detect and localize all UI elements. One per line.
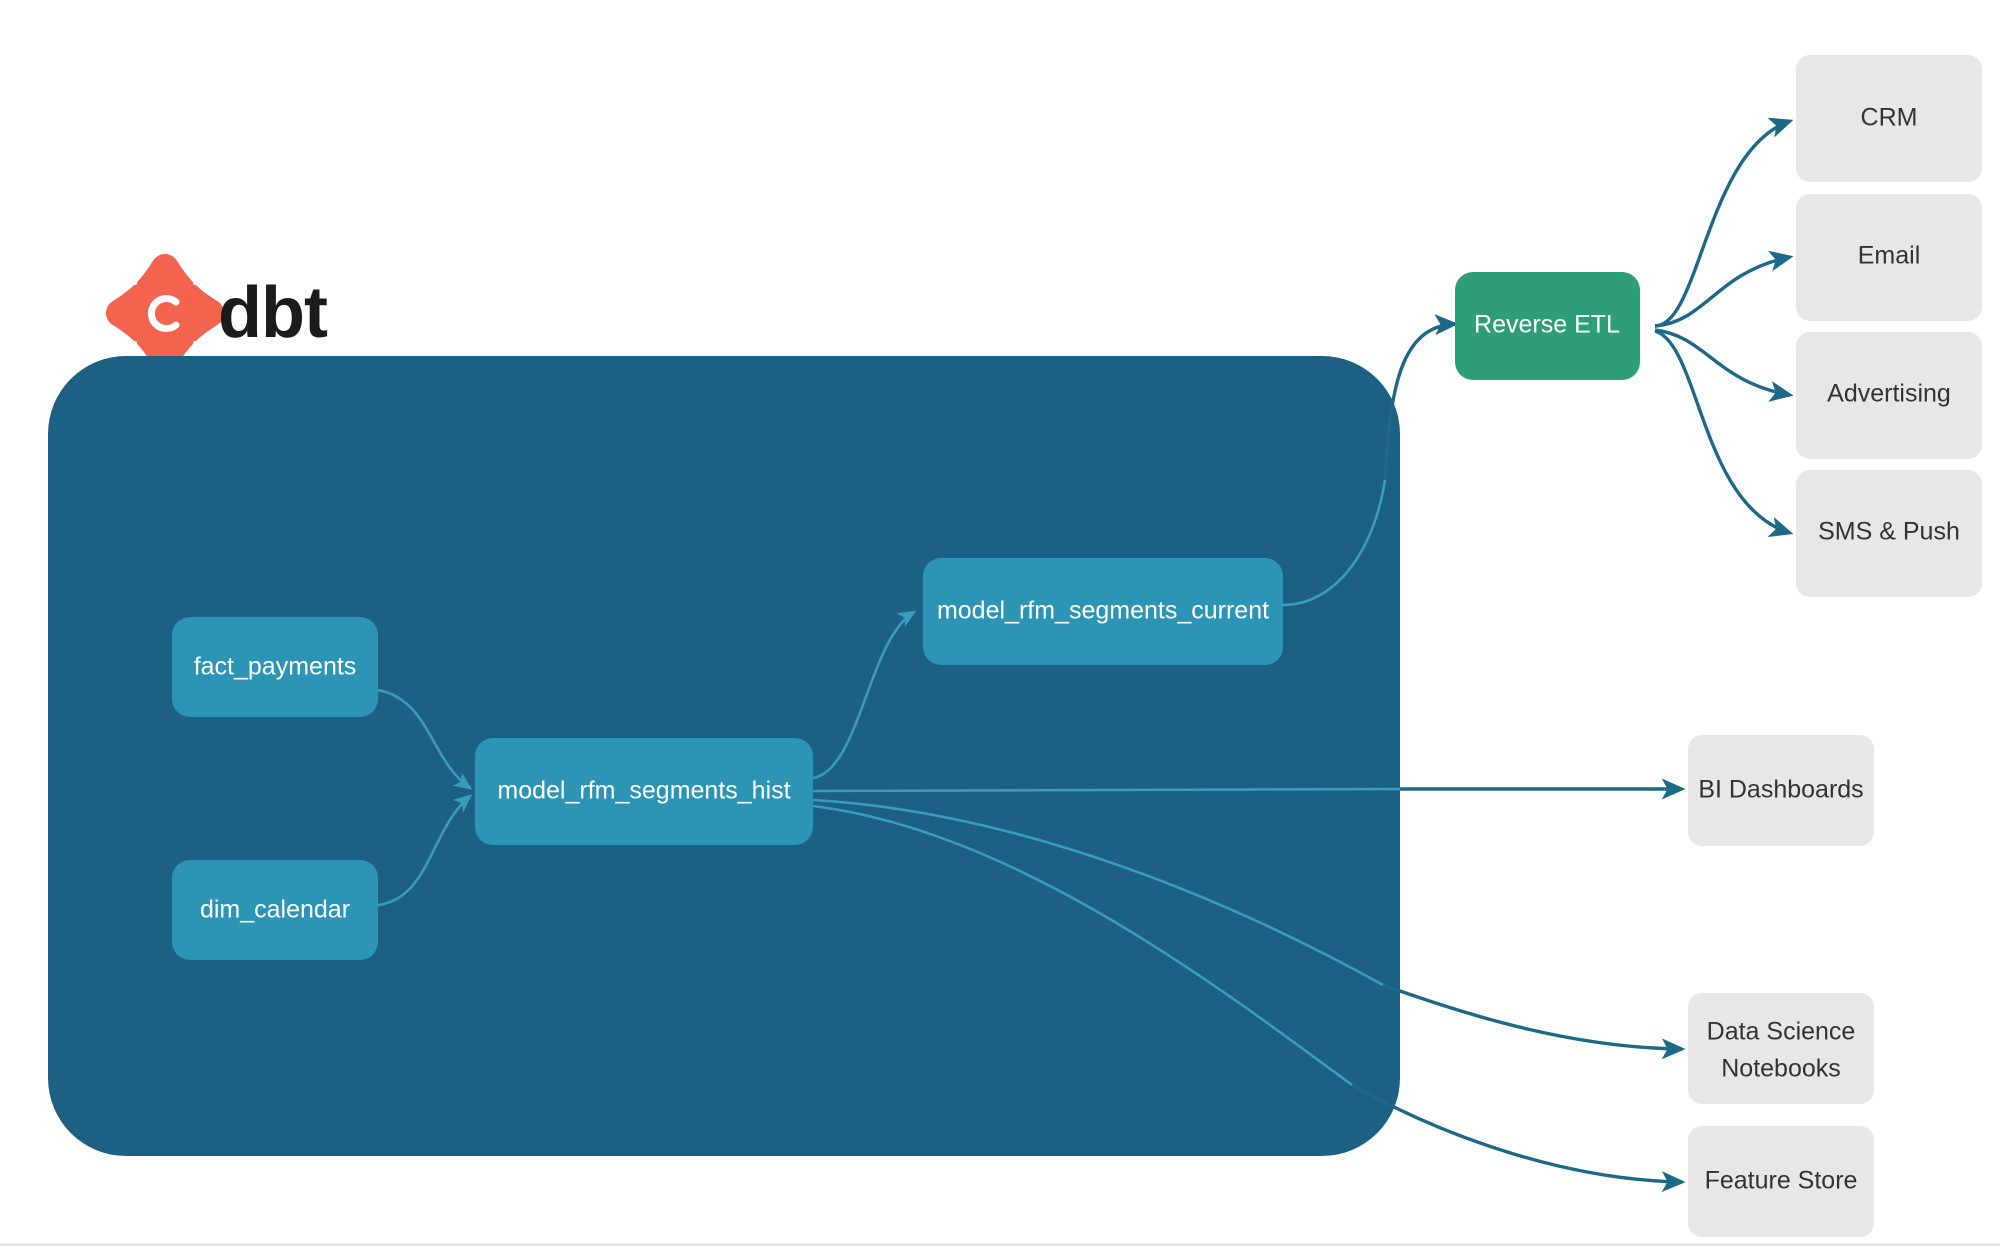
edge-hist-to-bi-inside (812, 787, 1400, 793)
model-node-label: model_rfm_segments_current (937, 597, 1269, 625)
edge-fact-payments-to-hist (377, 688, 473, 790)
destination-label-line-1: Data Science (1707, 1018, 1856, 1046)
bottom-divider (0, 1243, 2000, 1246)
destination-label: BI Dashboards (1698, 776, 1863, 804)
edge-to-feature-store (1351, 1083, 1686, 1193)
edge-reverse-etl-to-crm (1654, 117, 1794, 328)
edge-current-to-boundary (1282, 479, 1387, 607)
destination-label-line-2: Notebooks (1721, 1055, 1841, 1083)
destination-node-crm[interactable]: CRM (1796, 55, 1982, 182)
destination-node-email[interactable]: Email (1796, 194, 1982, 321)
edge-hist-to-fs-inside (812, 804, 1353, 1087)
model-node-label: model_rfm_segments_hist (497, 777, 790, 805)
edge-reverse-etl-to-sms-push (1654, 329, 1794, 537)
edge-hist-to-current (812, 610, 917, 780)
destination-label: Email (1858, 242, 1921, 270)
edge-reverse-etl-to-advertising (1654, 328, 1794, 402)
dbt-logo-mark (106, 254, 224, 372)
model-node-fact-payments[interactable]: fact_payments (172, 617, 378, 717)
model-node-label: dim_calendar (200, 896, 350, 924)
destination-node-feature-store[interactable]: Feature Store (1688, 1126, 1874, 1237)
model-node-label: fact_payments (194, 653, 357, 681)
warehouse-edges (377, 479, 1400, 1087)
dbt-logo: dbt (106, 254, 329, 372)
edge-current-to-reverse-etl (1383, 314, 1459, 481)
reverse-etl-label: Reverse ETL (1474, 311, 1620, 339)
destination-label: Advertising (1827, 380, 1951, 408)
edge-dim-calendar-to-hist (377, 794, 473, 907)
external-edges (1351, 117, 1794, 1193)
edge-reverse-etl-to-email (1654, 250, 1794, 328)
model-node-dim-calendar[interactable]: dim_calendar (172, 860, 378, 960)
edge-to-data-science-notebooks (1382, 983, 1686, 1060)
destination-node-data-science-notebooks[interactable]: Data Science Notebooks (1688, 993, 1874, 1104)
destination-node-bi-dashboards[interactable]: BI Dashboards (1688, 735, 1874, 846)
edge-hist-to-ds-inside (812, 798, 1384, 987)
destination-label: CRM (1861, 104, 1918, 132)
destination-label: SMS & Push (1818, 518, 1960, 546)
destination-label: Feature Store (1705, 1167, 1858, 1195)
destination-node-advertising[interactable]: Advertising (1796, 332, 1982, 459)
dbt-wordmark: dbt (218, 273, 328, 353)
model-node-rfm-segments-hist[interactable]: model_rfm_segments_hist (475, 738, 813, 845)
model-node-rfm-segments-current[interactable]: model_rfm_segments_current (923, 558, 1283, 665)
reverse-etl-node[interactable]: Reverse ETL (1455, 272, 1640, 380)
destination-node-sms-push[interactable]: SMS & Push (1796, 470, 1982, 597)
